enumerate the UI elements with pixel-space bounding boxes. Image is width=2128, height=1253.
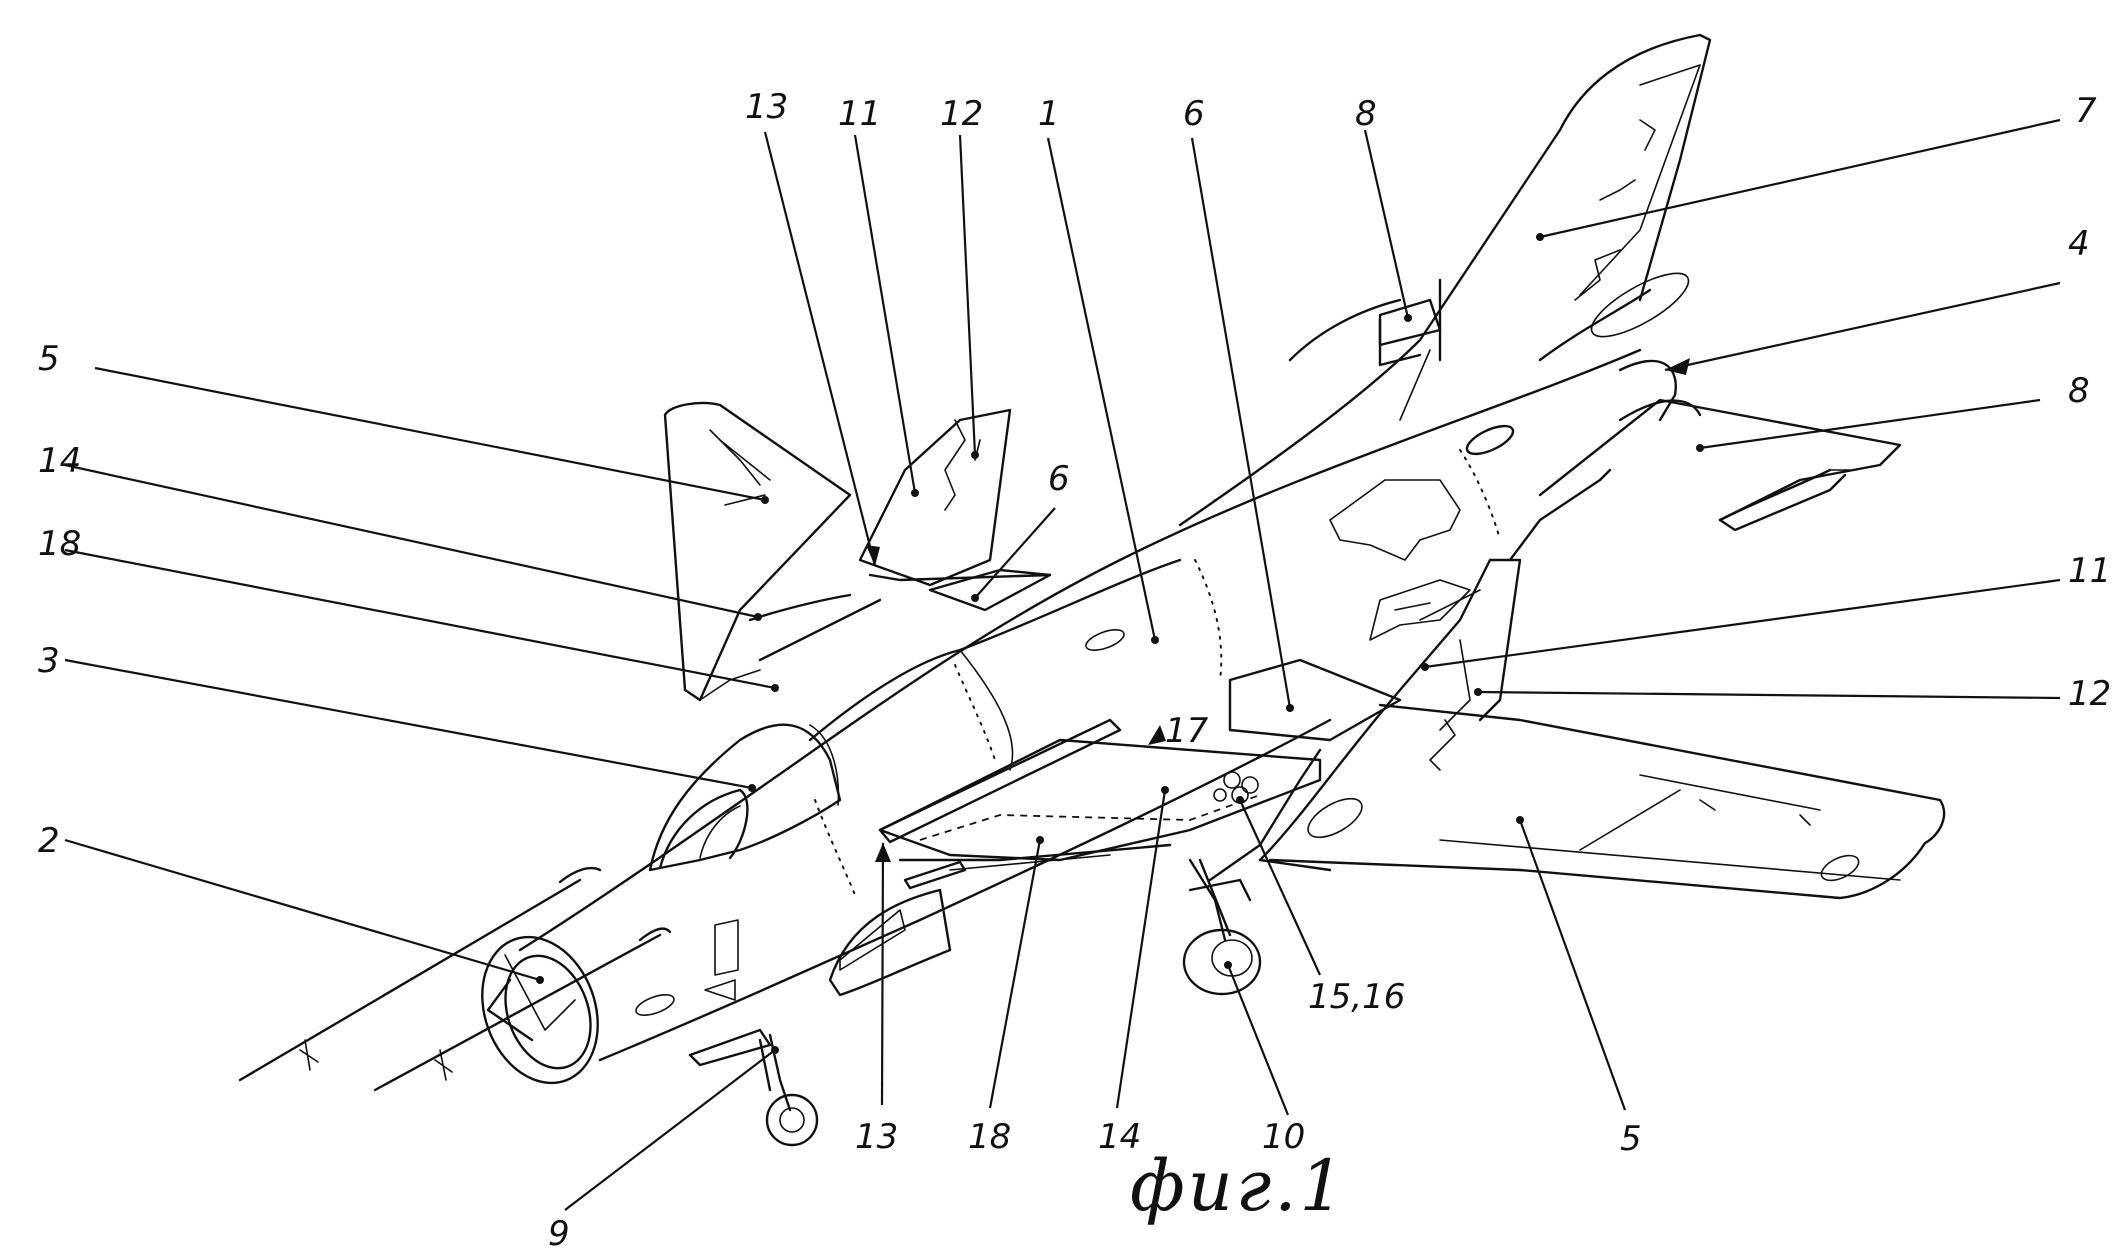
label-9: 9 [548,1214,570,1253]
right-fence-panel [1208,558,1522,882]
callout-labels: 1 2 3 4 5 5 6 6 7 8 8 9 10 11 11 12 12 1… [38,87,2111,1253]
nose-intake [481,935,599,1085]
canopy [648,723,842,872]
nose-landing-gear [688,1028,819,1147]
label-12-right: 12 [2068,674,2111,714]
label-17: 17 [1165,711,1209,751]
label-10: 10 [1262,1117,1305,1157]
right-stabilizer [1538,398,1902,532]
label-18-left: 18 [38,524,81,564]
label-8-right: 8 [2068,371,2090,411]
vertical-tail [1178,33,1712,527]
label-11-right: 11 [2068,551,2111,591]
label-7: 7 [2075,91,2097,131]
label-15-16: 15,16 [1308,977,1405,1017]
aircraft-outline [238,33,1946,1147]
label-12-top: 12 [940,94,983,134]
label-14-bottom: 14 [1098,1117,1141,1157]
label-11-top: 11 [838,94,881,134]
label-6-top: 6 [1183,94,1205,134]
label-18-bottom: 18 [968,1117,1011,1157]
main-landing-gear [1182,858,1262,996]
label-4: 4 [2068,224,2090,264]
leader-lines [64,118,2061,1211]
left-wing-far [663,401,852,702]
label-5-bottom: 5 [1620,1119,1642,1159]
label-13-top: 13 [745,87,788,127]
label-14-left: 14 [38,441,81,481]
left-wing-area [878,738,1322,890]
label-13-bottom: 13 [855,1117,898,1157]
label-1: 1 [1038,94,1060,134]
label-2: 2 [38,821,60,861]
left-fence-panel [858,408,1052,587]
rear-fuselage [1329,359,1702,641]
label-5-left: 5 [38,339,60,379]
label-8-top: 8 [1355,94,1377,134]
label-3: 3 [38,641,60,681]
label-6-left: 6 [1048,459,1070,499]
figure-caption: фиг.1 [1130,1145,1347,1227]
right-wing [1268,703,1946,900]
left-stabilizer [1288,278,1442,367]
